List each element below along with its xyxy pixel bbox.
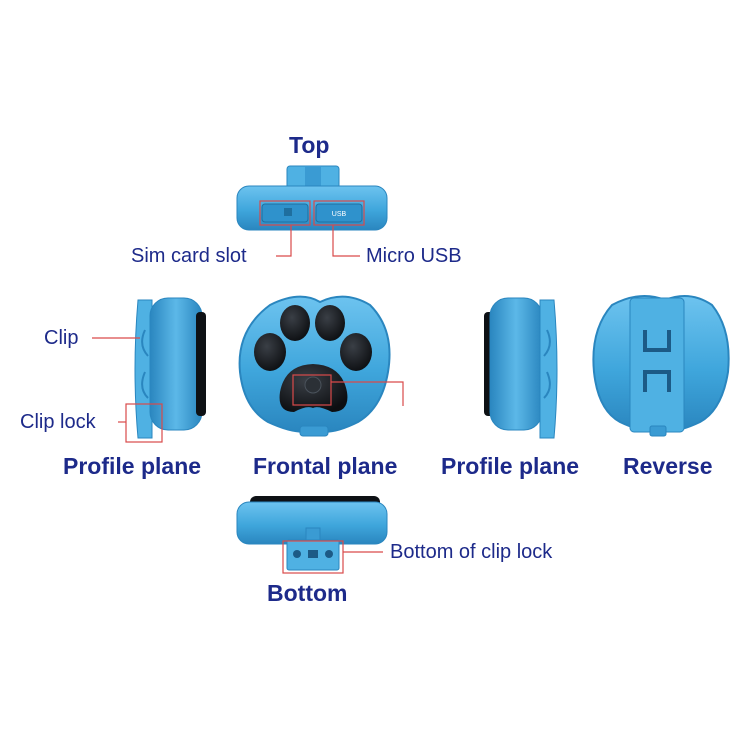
bottom-of-clip-lock-label: Bottom of clip lock (390, 541, 553, 563)
right-profile-device (484, 297, 558, 439)
frontal-device (238, 295, 391, 437)
frontal-plane-title: Frontal plane (253, 453, 398, 479)
leader-lines (92, 200, 404, 574)
left-device-body (149, 297, 203, 431)
reverse-title: Reverse (623, 453, 713, 479)
paw-toe-2 (280, 305, 310, 341)
clip-lock-label: Clip lock (20, 411, 96, 433)
right-clip (539, 299, 558, 439)
usb-port-text: USB (332, 211, 347, 218)
paw-toe-1 (254, 333, 286, 371)
profile-left-title: Profile plane (63, 453, 202, 479)
reverse-clip-plate (629, 297, 685, 433)
paw-toe-4 (340, 333, 372, 371)
clip-label: Clip (44, 327, 79, 349)
sim-card-slot-label: Sim card slot (131, 245, 247, 267)
paw-toe-3 (315, 305, 345, 341)
reverse-device (592, 295, 730, 437)
top-view-title: Top (289, 132, 330, 158)
profile-right-title: Profile plane (441, 453, 580, 479)
micro-usb-port (315, 203, 363, 223)
paw-button (304, 376, 322, 394)
top-view-device (236, 165, 388, 231)
right-device-body (489, 297, 543, 431)
left-clip (134, 299, 153, 439)
bottom-view-title: Bottom (267, 580, 348, 606)
left-profile-device (134, 297, 206, 439)
micro-usb-label: Micro USB (366, 245, 462, 267)
bottom-view-device (236, 496, 388, 571)
